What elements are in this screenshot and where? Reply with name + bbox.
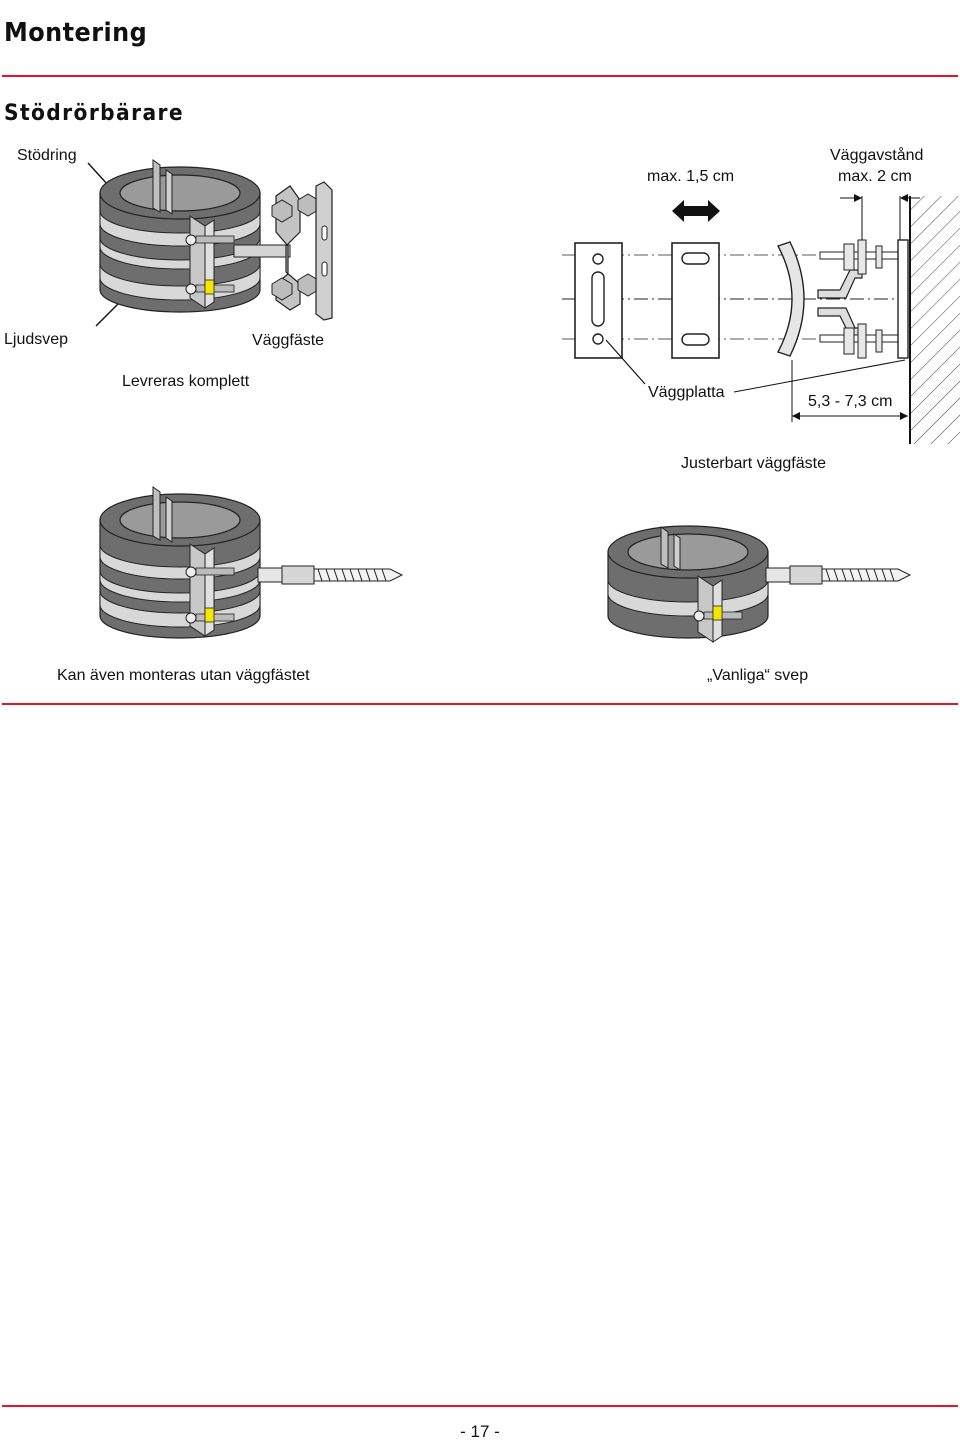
support-ring-with-screw [99, 486, 404, 639]
label-max15: max. 1,5 cm [647, 168, 735, 185]
label-vaggfaste: Väggfäste [252, 332, 325, 349]
caption-kan-aven: Kan även monteras utan väggfästet [57, 667, 310, 684]
label-stodring: Stödring [17, 147, 77, 164]
bracket-diagram [562, 194, 960, 444]
ordinary-sweep-with-screw [607, 525, 912, 643]
caption-vanliga: „Vanliga“ svep [707, 667, 809, 684]
top-rule [2, 75, 958, 77]
page-title: Montering [4, 18, 148, 48]
label-justerbart: Justerbart väggfäste [681, 455, 826, 472]
label-levreras: Levreras komplett [122, 373, 250, 390]
label-ljudsvep: Ljudsvep [4, 331, 69, 348]
middle-rule [2, 703, 958, 705]
label-max2: max. 2 cm [838, 168, 912, 185]
section-title: Stödrörbärare [4, 101, 184, 126]
label-range: 5,3 - 7,3 cm [808, 393, 893, 410]
page-number: - 17 - [460, 1422, 500, 1441]
label-vaggplatta: Väggplatta [648, 384, 725, 401]
support-ring-with-bracket [87, 159, 333, 327]
bottom-rule [2, 1405, 958, 1407]
label-vaggavstand: Väggavstånd [830, 147, 924, 164]
